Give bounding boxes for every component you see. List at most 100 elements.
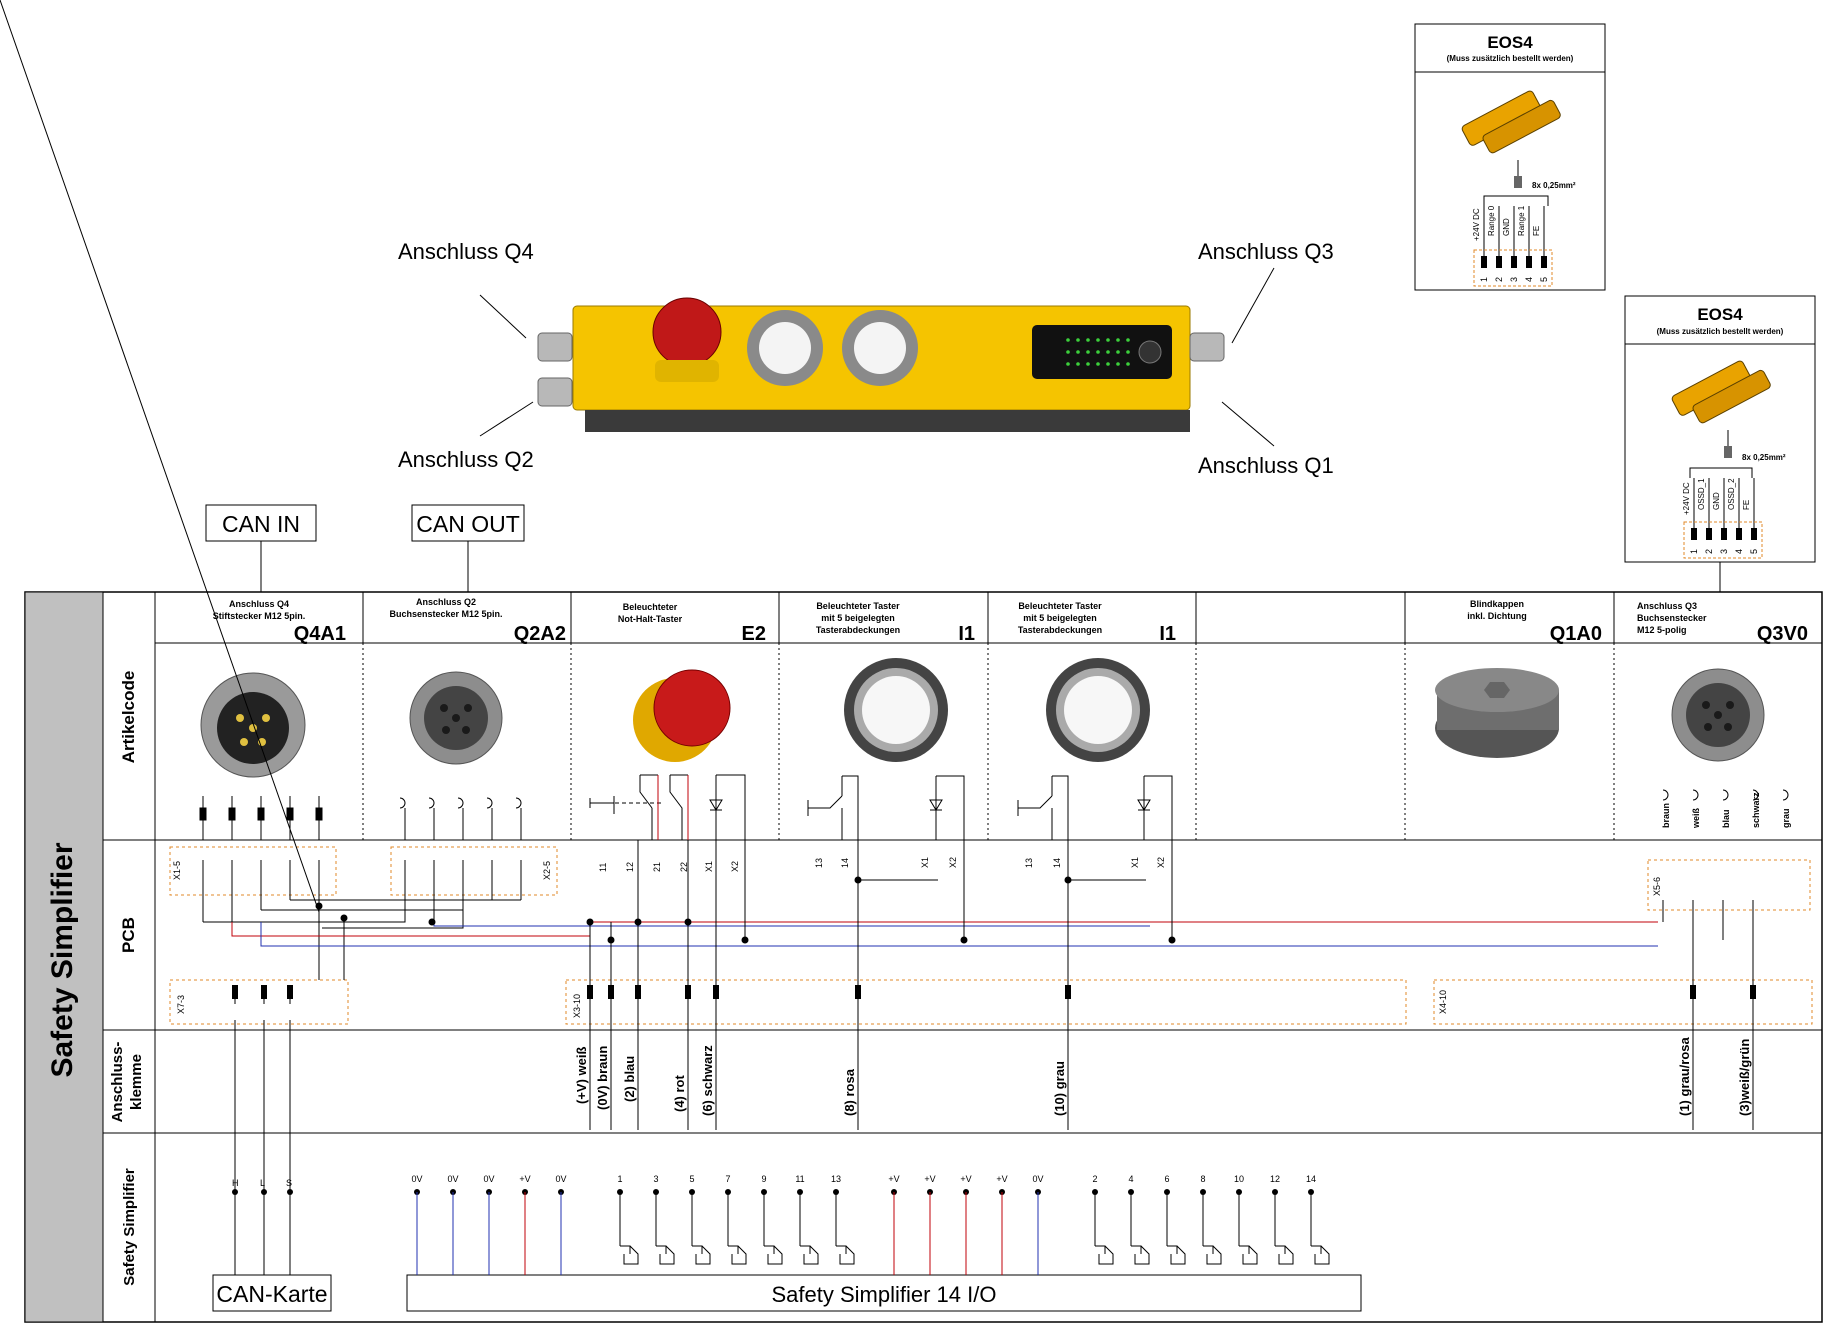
simplifier-pin-label: 0V: [1032, 1174, 1043, 1184]
can-card-label: CAN-Karte: [216, 1281, 327, 1307]
simplifier-pin-label: 14: [1306, 1174, 1316, 1184]
eos4-pin-number: 2: [1704, 549, 1714, 554]
article-desc: mit 5 beigelegten: [1023, 613, 1097, 623]
label-anschluss-q3: Anschluss Q3: [1198, 239, 1334, 264]
contact-label: X2: [948, 857, 958, 868]
simplifier-pin-label: +V: [996, 1174, 1007, 1184]
eos4-cable: 8x 0,25mm²: [1532, 181, 1576, 190]
eos4-pin-number: 1: [1479, 277, 1489, 282]
article-desc: Buchsenstecker M12 5pin.: [389, 609, 502, 619]
transistor-symbol: [764, 1245, 783, 1265]
article-desc: inkl. Dichtung: [1467, 611, 1527, 621]
eos4-pin-number: 4: [1734, 549, 1744, 554]
product-housing: [479, 267, 1275, 447]
article-header-q4a1: Anschluss Q4 Stiftstecker M12 5pin. Q4A1: [213, 599, 346, 645]
transistor-symbol: [692, 1245, 711, 1265]
q3-wire-color: braun: [1661, 803, 1671, 828]
article-desc: M12 5-polig: [1637, 625, 1687, 635]
eos4-pin-label: OSSD_1: [1697, 478, 1706, 510]
connector-x1: X1-5: [172, 861, 182, 880]
contact-label: 11: [598, 863, 608, 872]
contact-label: X2: [730, 861, 740, 872]
simplifier-pin-label: 0V: [483, 1174, 494, 1184]
q2-pin-symbols: [399, 797, 522, 840]
can-out-box: [411, 504, 525, 542]
q3-wire-color: grau: [1781, 808, 1791, 828]
row-label-simplifier: Safety Simplifier: [121, 1168, 138, 1286]
terminal-label: (4) rot: [672, 1075, 687, 1113]
article-code: E2: [742, 623, 766, 645]
pcb-bottom-pins: [232, 985, 1756, 999]
article-desc: Beleuchteter Taster: [816, 601, 900, 611]
q3-pin-symbols: [1662, 789, 1789, 801]
contact-label: X2: [1156, 857, 1166, 868]
label-anschluss-q1: Anschluss Q1: [1198, 453, 1334, 478]
terminal-label: (2) blau: [622, 1056, 637, 1102]
article-desc: Beleuchteter Taster: [1018, 601, 1102, 611]
can-pin-label: L: [260, 1178, 265, 1188]
transistor-symbol: [800, 1245, 819, 1265]
button-1-contact-symbols: [807, 775, 965, 840]
contact-label: 21: [652, 862, 662, 872]
q2a2-connector-image: [409, 671, 503, 765]
row-label-artikelcode: Artikelcode: [119, 671, 138, 764]
estop-image: [633, 669, 731, 762]
contact-label: 12: [625, 862, 635, 872]
eos4-subtitle: (Muss zusätzlich bestellt werden): [1657, 327, 1784, 336]
eos4-pin-label: FE: [1532, 226, 1541, 236]
simplifier-pin-label: 8: [1200, 1174, 1205, 1184]
contact-label: X1: [704, 861, 714, 872]
article-header-q2a2: Anschluss Q2 Buchsenstecker M12 5pin. Q2…: [389, 597, 566, 645]
terminal-label: (3)weiß/grün: [1737, 1039, 1752, 1116]
eos4-pin-number: 5: [1749, 549, 1759, 554]
simplifier-pin-label: +V: [924, 1174, 935, 1184]
transistor-symbol: [836, 1245, 855, 1265]
can-pin-label: S: [286, 1178, 292, 1188]
article-code: Q3V0: [1757, 623, 1808, 645]
article-header-i1-a: Beleuchteter Taster mit 5 beigelegten Ta…: [816, 601, 975, 645]
article-desc: Anschluss Q4: [229, 599, 289, 609]
can-out-label: CAN OUT: [416, 511, 520, 537]
terminal-label: (10) grau: [1052, 1061, 1067, 1116]
contact-label: X1: [1130, 857, 1140, 868]
simplifier-pin-label: +V: [960, 1174, 971, 1184]
eos4-pin-label: Range 0: [1487, 205, 1496, 236]
terminal-wires: [234, 1020, 1754, 1282]
eos4-pin-number: 4: [1524, 277, 1534, 282]
article-desc: Buchsenstecker: [1637, 613, 1707, 623]
connector-x5: X5-6: [1652, 877, 1662, 896]
article-header-q1a0: Blindkappen inkl. Dichtung Q1A0: [1467, 599, 1602, 645]
can-pin-label: H: [232, 1178, 239, 1188]
can-in-box: [205, 504, 317, 542]
article-desc: Anschluss Q2: [416, 597, 476, 607]
simplifier-pin-label: 0V: [447, 1174, 458, 1184]
q3-wire-color: weiß: [1691, 807, 1701, 829]
eos4-pin-label: GND: [1712, 492, 1721, 510]
q4a1-connector-image: [200, 672, 306, 778]
button-image-2: [1046, 658, 1150, 762]
transistor-symbol: [1275, 1245, 1294, 1265]
contact-label: 22: [679, 862, 689, 872]
eos4-box-2: EOS4 (Muss zusätzlich bestellt werden) 8…: [1624, 295, 1816, 563]
article-code: Q4A1: [294, 623, 346, 645]
simplifier-pin-label: 13: [831, 1174, 841, 1184]
connector-x7: X7-3: [176, 995, 186, 1014]
article-code: I1: [1159, 623, 1176, 645]
terminal-label: (1) grau/rosa: [1677, 1036, 1692, 1116]
eos4-pin-label: FE: [1742, 500, 1751, 510]
label-anschluss-q2: Anschluss Q2: [398, 447, 534, 472]
simplifier-pin-label: 5: [689, 1174, 694, 1184]
article-header-e2: Beleuchteter Not-Halt-Taster E2: [618, 602, 766, 645]
simplifier-pin-label: 4: [1128, 1174, 1133, 1184]
connector-x3: X3-10: [572, 994, 582, 1018]
transistor-symbol: [1131, 1245, 1150, 1265]
terminal-label: (+V) weiß: [574, 1047, 589, 1104]
terminal-label: (6) schwarz: [700, 1045, 715, 1116]
connector-x2: X2-5: [542, 861, 552, 880]
article-header-i1-b: Beleuchteter Taster mit 5 beigelegten Ta…: [1018, 601, 1176, 645]
article-desc: Stiftstecker M12 5pin.: [213, 611, 306, 621]
article-code: I1: [958, 623, 975, 645]
eos4-pin-number: 1: [1689, 549, 1699, 554]
q3-wire-color: schwarz: [1751, 792, 1761, 828]
